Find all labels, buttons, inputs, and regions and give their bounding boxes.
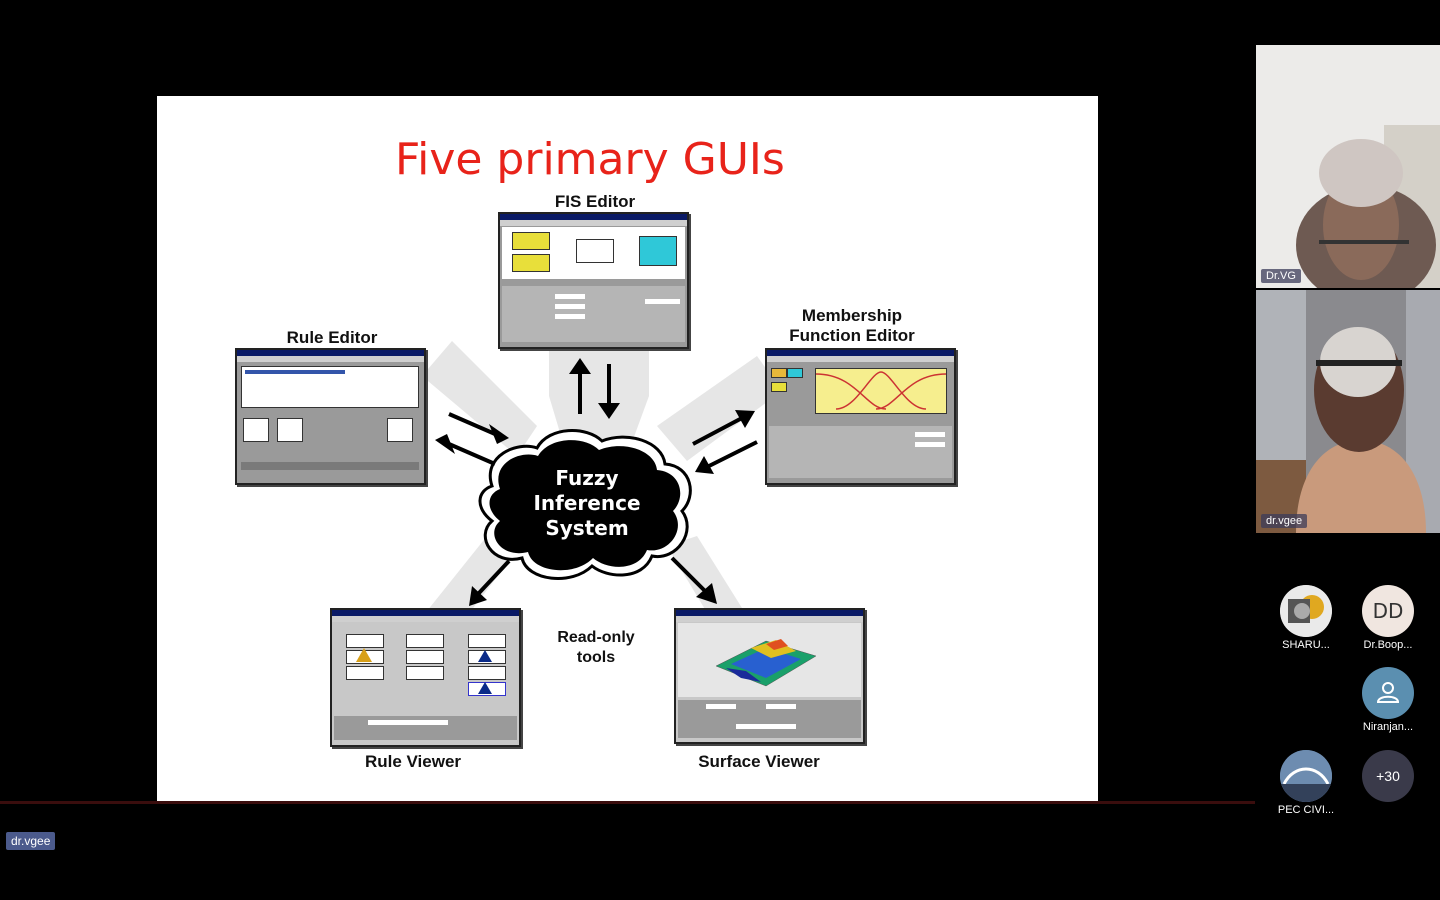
label-rule-viewer: Rule Viewer <box>364 752 462 771</box>
tile-name: Dr.VG <box>1261 269 1301 283</box>
fuzzy-inference-cloud <box>478 429 692 580</box>
avatar-initials: DD <box>1372 599 1404 623</box>
participant-niranjan[interactable]: Niranjan... <box>1358 667 1418 733</box>
fuzzy-gui-diagram <box>422 341 782 621</box>
person-icon <box>1376 682 1400 703</box>
rule-viewer-thumbnail <box>330 608 521 747</box>
label-fis-editor: FIS Editor <box>554 192 636 211</box>
shared-slide: Five primary GUIs <box>157 96 1098 802</box>
avatar <box>1362 667 1414 719</box>
more-participants-button[interactable]: +30 <box>1358 750 1418 802</box>
rule-editor-thumbnail <box>235 348 426 485</box>
slide-title: Five primary GUIs <box>395 134 785 185</box>
participant-name: SHARU... <box>1282 639 1330 651</box>
more-badge: +30 <box>1362 750 1414 802</box>
fis-editor-thumbnail <box>498 212 689 349</box>
label-read-only-2: tools <box>576 649 616 666</box>
video-tile-dr-vg[interactable]: Dr.VG <box>1256 45 1440 288</box>
video-feed <box>1256 290 1440 533</box>
participant-pec-civil[interactable]: PEC CIVI... <box>1276 750 1336 816</box>
participant-name: PEC CIVI... <box>1277 804 1335 816</box>
cloud-label: Fuzzy Inference System <box>533 466 641 540</box>
surface-viewer-thumbnail <box>674 608 865 744</box>
participant-name: Dr.Boop... <box>1363 639 1413 651</box>
avatar <box>1280 585 1332 637</box>
tile-name: dr.vgee <box>1261 514 1308 528</box>
more-count: +30 <box>1376 768 1400 784</box>
label-mf-editor-1: Membership <box>801 306 903 325</box>
label-surface-viewer: Surface Viewer <box>698 752 820 771</box>
participant-name: Niranjan... <box>1362 721 1414 733</box>
avatar: DD <box>1362 585 1414 637</box>
avatar <box>1280 750 1332 802</box>
active-speaker-badge: dr.vgee <box>6 832 56 850</box>
label-read-only-1: Read-only <box>557 629 635 646</box>
label-rule-editor: Rule Editor <box>286 328 378 347</box>
participant-dr-boop[interactable]: DD Dr.Boop... <box>1358 585 1418 651</box>
label-mf-editor-2: Function Editor <box>789 326 915 345</box>
video-feed <box>1256 45 1440 288</box>
video-tile-dr-vgee[interactable]: dr.vgee <box>1256 290 1440 533</box>
mf-editor-thumbnail <box>765 348 956 485</box>
participant-sharu[interactable]: SHARU... <box>1276 585 1336 651</box>
arrows <box>435 358 758 606</box>
share-progress-bar <box>0 801 1255 804</box>
background-rays <box>422 341 782 621</box>
